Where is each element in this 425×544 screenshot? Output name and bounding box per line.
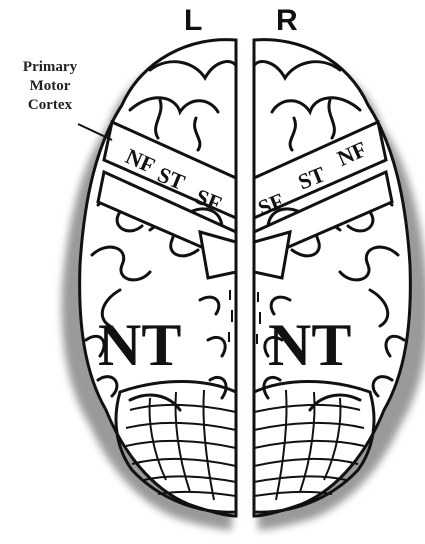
left-nt-label: NT: [98, 312, 181, 378]
primary-motor-cortex-callout: Primary Motor Cortex: [10, 58, 90, 115]
callout-line-2: Motor: [10, 77, 90, 96]
right-nt-label: NT: [268, 312, 351, 378]
callout-line-3: Cortex: [10, 96, 90, 115]
callout-line-1: Primary: [10, 58, 90, 77]
right-hemisphere-label: R: [276, 4, 298, 38]
left-hemisphere-label: L: [184, 4, 202, 38]
